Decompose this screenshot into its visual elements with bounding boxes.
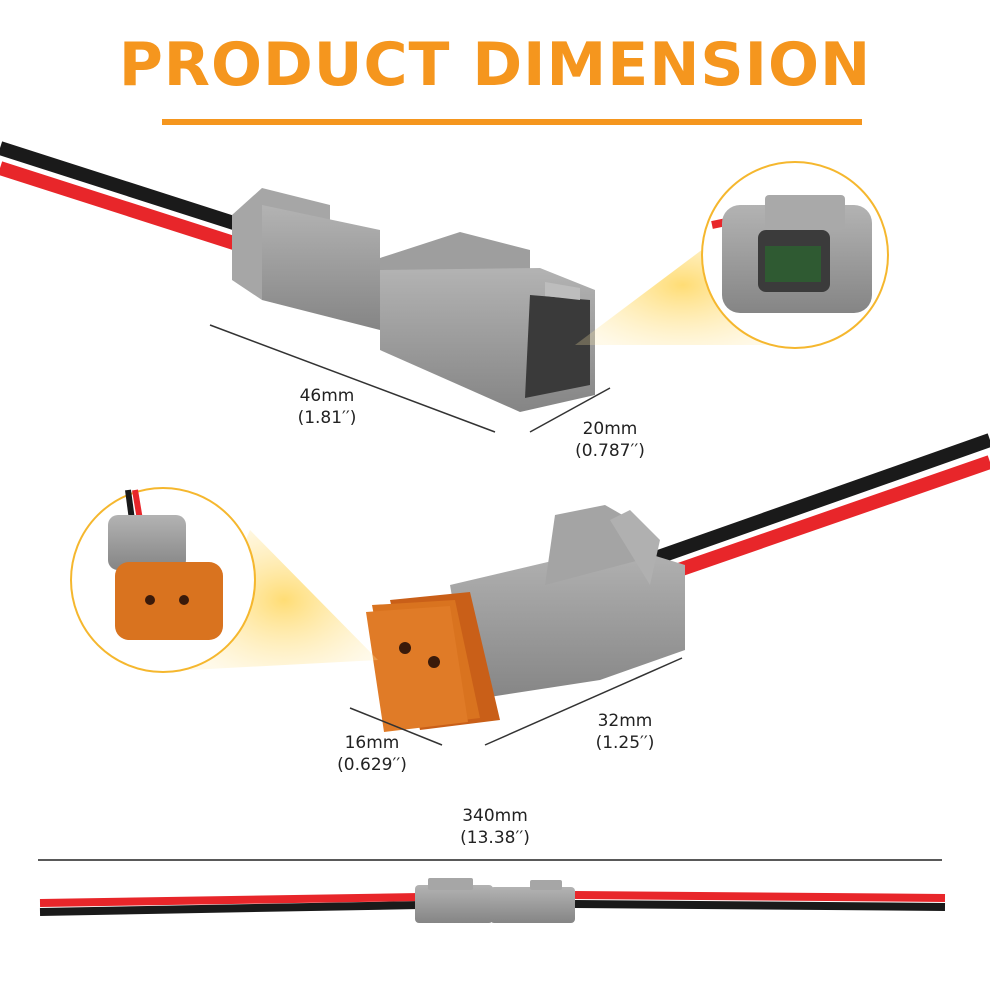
overall-length-inch: (13.38′′) — [460, 828, 530, 848]
male-width-line — [529, 387, 611, 433]
female-width-mm: 16mm — [344, 733, 400, 753]
male-connector-zoom-callout — [701, 161, 889, 349]
female-length-inch: (1.25′′) — [595, 733, 655, 753]
overall-length-label: 340mm (13.38′′) — [440, 805, 550, 849]
male-length-label: 46mm (1.81′′) — [282, 385, 372, 429]
male-width-mm: 20mm — [582, 419, 638, 439]
female-length-mm: 32mm — [597, 711, 653, 731]
female-connector-wires — [647, 433, 990, 587]
female-connector — [366, 505, 685, 732]
male-width-label: 20mm (0.787′′) — [560, 418, 660, 462]
female-width-label: 16mm (0.629′′) — [322, 732, 422, 776]
female-length-line — [484, 657, 683, 746]
male-length-inch: (1.81′′) — [297, 408, 357, 428]
title-underline — [162, 119, 862, 125]
male-width-inch: (0.787′′) — [575, 441, 645, 461]
full-harness — [39, 878, 946, 923]
male-length-mm: 46mm — [299, 386, 355, 406]
male-connector-wires — [0, 141, 243, 252]
female-length-label: 32mm (1.25′′) — [580, 710, 670, 754]
female-connector-zoom-callout — [70, 487, 256, 673]
female-width-line — [349, 707, 443, 746]
overall-length-mm: 340mm — [462, 806, 528, 826]
male-connector — [232, 188, 595, 412]
female-width-inch: (0.629′′) — [337, 755, 407, 775]
page-title: PRODUCT DIMENSION — [118, 30, 872, 100]
male-length-line — [209, 324, 496, 433]
